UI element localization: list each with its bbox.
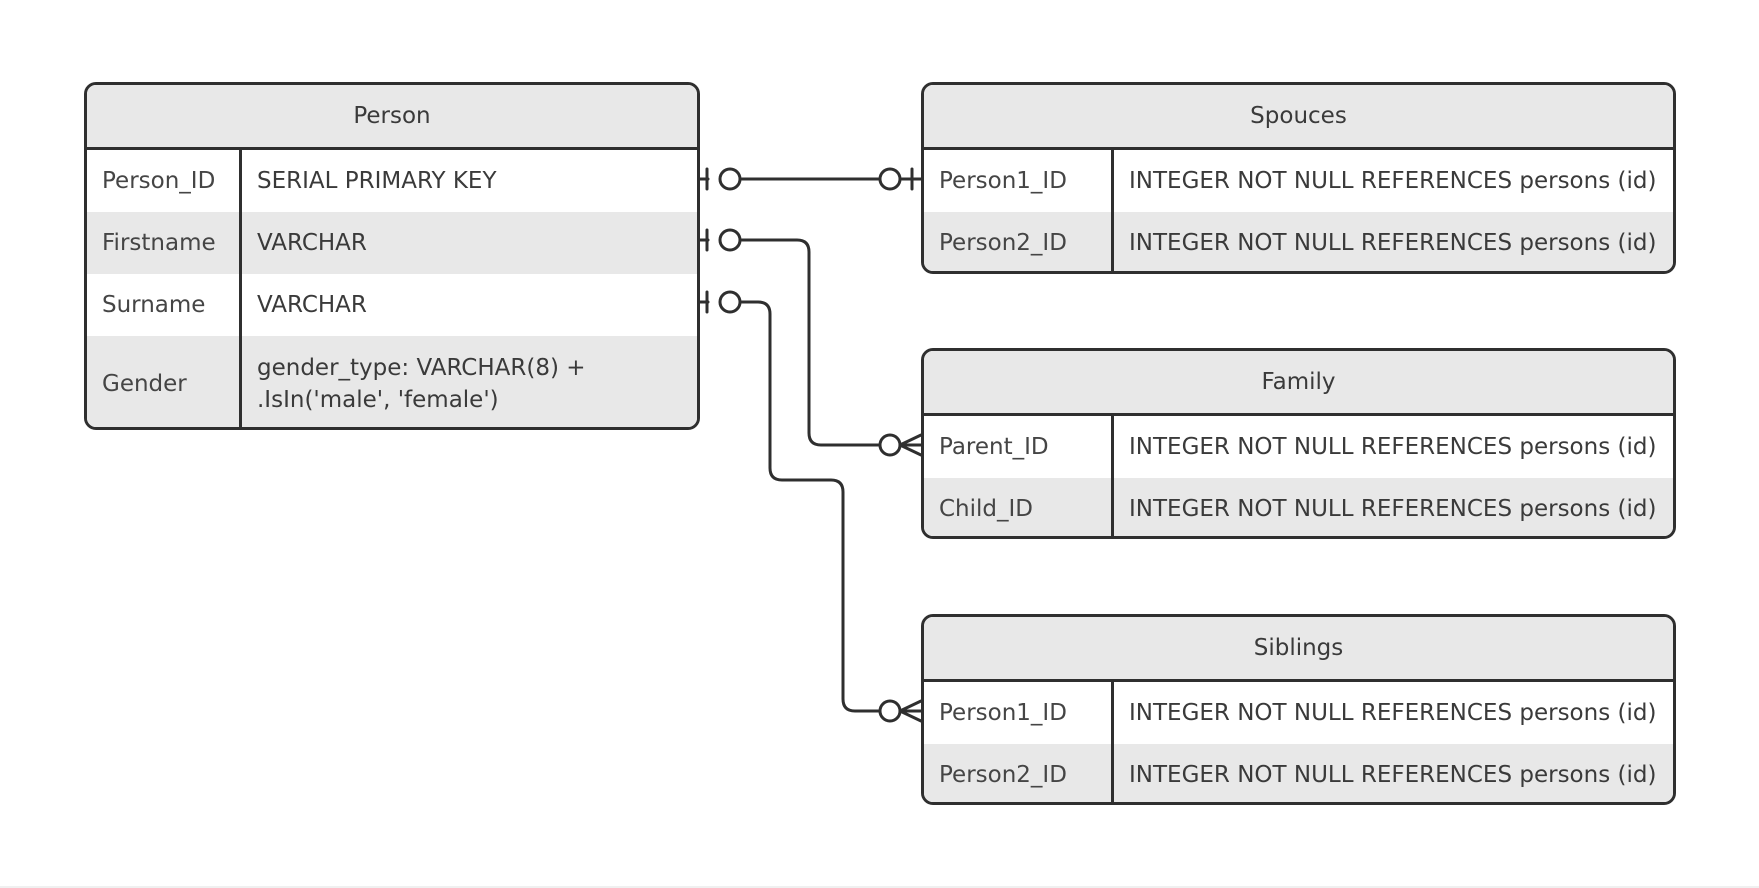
column-name: Person1_ID [924, 150, 1114, 212]
canvas-bottom-edge [0, 886, 1759, 888]
column-type: SERIAL PRIMARY KEY [257, 168, 497, 194]
entity-siblings[interactable]: Siblings Person1_ID INTEGER NOT NULL REF… [921, 614, 1676, 805]
entity-person[interactable]: Person Person_ID SERIAL PRIMARY KEY Firs… [84, 82, 700, 430]
column-type: INTEGER NOT NULL REFERENCES persons (id) [1129, 761, 1657, 788]
column-type: INTEGER NOT NULL REFERENCES persons (id) [1129, 168, 1657, 194]
column-name: Parent_ID [924, 416, 1114, 478]
column-type: gender_type: VARCHAR(8) + .IsIn('male', … [257, 354, 586, 413]
column-name: Person2_ID [924, 212, 1114, 271]
column-name: Gender [87, 336, 242, 427]
entity-row[interactable]: Firstname VARCHAR [87, 212, 697, 274]
entity-title: Person [87, 85, 697, 150]
column-name: Surname [87, 274, 242, 336]
entity-row[interactable]: Person_ID SERIAL PRIMARY KEY [87, 150, 697, 212]
entity-row[interactable]: Person1_ID INTEGER NOT NULL REFERENCES p… [924, 682, 1673, 744]
entity-row[interactable]: Parent_ID INTEGER NOT NULL REFERENCES pe… [924, 416, 1673, 478]
column-name: Person_ID [87, 150, 242, 212]
entity-row[interactable]: Person2_ID INTEGER NOT NULL REFERENCES p… [924, 212, 1673, 271]
relationship-person-spouces[interactable] [698, 167, 923, 191]
column-name: Person1_ID [924, 682, 1114, 744]
column-type: VARCHAR [257, 230, 367, 256]
column-name: Firstname [87, 212, 242, 274]
entity-title: Siblings [924, 617, 1673, 682]
relationship-person-family[interactable] [698, 228, 923, 457]
entity-row[interactable]: Gender gender_type: VARCHAR(8) + .IsIn('… [87, 336, 697, 427]
column-name: Child_ID [924, 478, 1114, 536]
column-type: INTEGER NOT NULL REFERENCES persons (id) [1129, 434, 1657, 460]
entity-title: Spouces [924, 85, 1673, 150]
entity-row[interactable]: Person1_ID INTEGER NOT NULL REFERENCES p… [924, 150, 1673, 212]
column-name: Person2_ID [924, 744, 1114, 802]
column-type: INTEGER NOT NULL REFERENCES persons (id) [1129, 495, 1657, 522]
entity-title: Family [924, 351, 1673, 416]
column-type: INTEGER NOT NULL REFERENCES persons (id) [1129, 230, 1657, 256]
entity-row[interactable]: Surname VARCHAR [87, 274, 697, 336]
entity-spouces[interactable]: Spouces Person1_ID INTEGER NOT NULL REFE… [921, 82, 1676, 274]
entity-row[interactable]: Child_ID INTEGER NOT NULL REFERENCES per… [924, 478, 1673, 536]
relationship-person-siblings[interactable] [698, 290, 923, 723]
entity-row[interactable]: Person2_ID INTEGER NOT NULL REFERENCES p… [924, 744, 1673, 802]
column-type: INTEGER NOT NULL REFERENCES persons (id) [1129, 700, 1657, 726]
entity-family[interactable]: Family Parent_ID INTEGER NOT NULL REFERE… [921, 348, 1676, 539]
column-type: VARCHAR [257, 292, 367, 318]
